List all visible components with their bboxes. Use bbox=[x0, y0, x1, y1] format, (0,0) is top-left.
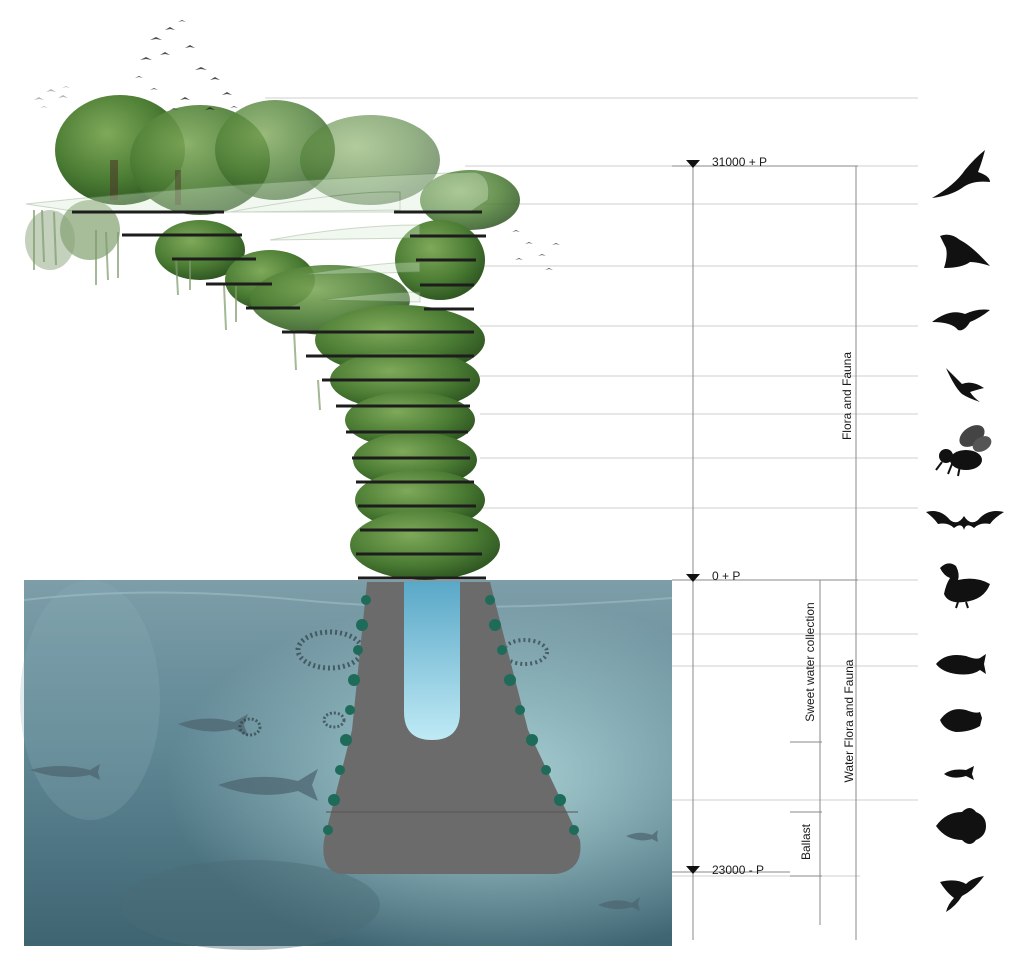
zone-lines bbox=[788, 165, 858, 940]
bird-flocks bbox=[135, 20, 560, 270]
level-sea-label: 0 + P bbox=[712, 569, 741, 583]
zone-ballast-label: Ballast bbox=[799, 823, 813, 861]
reef-fish-icon bbox=[936, 654, 986, 675]
bat-icon bbox=[926, 511, 1004, 530]
pelican-icon bbox=[940, 234, 990, 268]
bee-icon bbox=[935, 425, 992, 477]
reference-lines bbox=[265, 97, 918, 877]
level-top-label: 31000 + P bbox=[712, 155, 768, 169]
zone-flora-fauna-label: Flora and Fauna bbox=[840, 351, 854, 441]
jumping-fish-icon bbox=[940, 876, 984, 912]
zone-sweet-water-label: Sweet water collection bbox=[803, 602, 817, 722]
swallow-icon bbox=[946, 368, 984, 402]
distant-birds bbox=[34, 86, 70, 108]
small-fish-icon bbox=[944, 766, 974, 780]
hawk-icon bbox=[932, 309, 990, 331]
puffer-fish-icon bbox=[940, 709, 982, 732]
duck-icon bbox=[940, 563, 990, 609]
level-markers bbox=[686, 160, 700, 874]
underwater-fish bbox=[30, 714, 658, 911]
glass-shell bbox=[25, 171, 490, 303]
species-column bbox=[926, 150, 1004, 912]
eagle-icon bbox=[932, 150, 990, 198]
floor-slabs bbox=[72, 210, 486, 580]
hanging-vines bbox=[33, 209, 321, 411]
hull-structure bbox=[323, 582, 581, 874]
zone-water-flora-fauna-label: Water Flora and Fauna bbox=[842, 659, 856, 783]
level-bottom-label: 23000 - P bbox=[712, 863, 765, 877]
underwater-vegetation bbox=[323, 595, 579, 835]
angelfish-icon bbox=[936, 808, 986, 844]
level-axis bbox=[672, 160, 790, 940]
